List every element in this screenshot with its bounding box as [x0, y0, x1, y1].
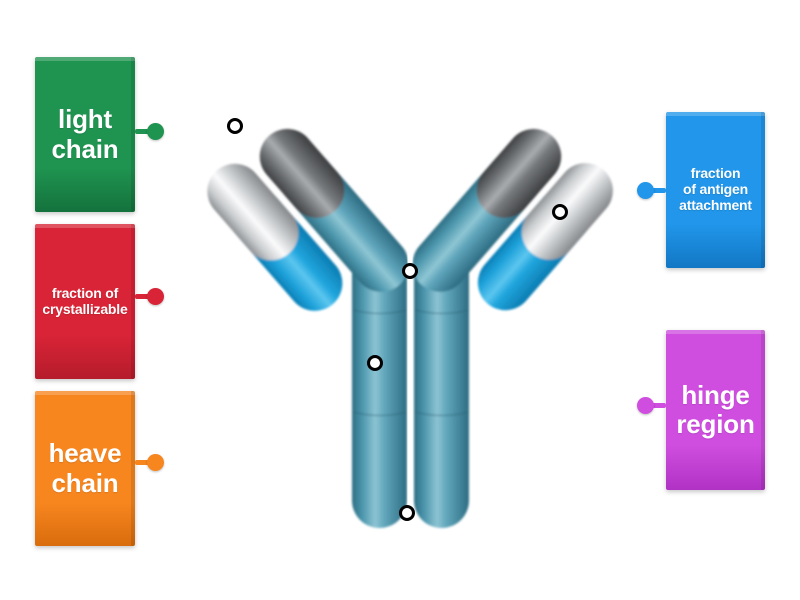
label-box-heave-chain[interactable]: heave chain	[35, 391, 135, 546]
label-text-fraction-of-crystallizable: fraction of crystallizable	[42, 284, 128, 317]
label-text-fraction-of-antigen-attachment: fraction of antigen attachment	[679, 165, 752, 213]
marker-antigen-right-arm[interactable]	[552, 204, 568, 220]
label-text-hinge-region: hinge region	[676, 379, 755, 439]
label-box-light-chain[interactable]: light chain	[35, 57, 135, 212]
label-box-fraction-of-antigen-attachment[interactable]: fraction of antigen attachment	[666, 112, 765, 268]
marker-light-chain-top-left[interactable]	[227, 118, 243, 134]
light-chain-left	[207, 163, 343, 311]
marker-hinge-center[interactable]	[402, 263, 418, 279]
heavy-chain-left	[259, 128, 409, 528]
marker-fc-bottom[interactable]	[399, 505, 415, 521]
label-text-light-chain: light chain	[51, 104, 119, 164]
heavy-chain-right	[412, 128, 562, 528]
label-box-hinge-region[interactable]: hinge region	[666, 330, 765, 490]
label-box-fraction-of-crystallizable[interactable]: fraction of crystallizable	[35, 224, 135, 379]
label-text-heave-chain: heave chain	[48, 438, 122, 498]
marker-heavy-chain-left-stem[interactable]	[367, 355, 383, 371]
